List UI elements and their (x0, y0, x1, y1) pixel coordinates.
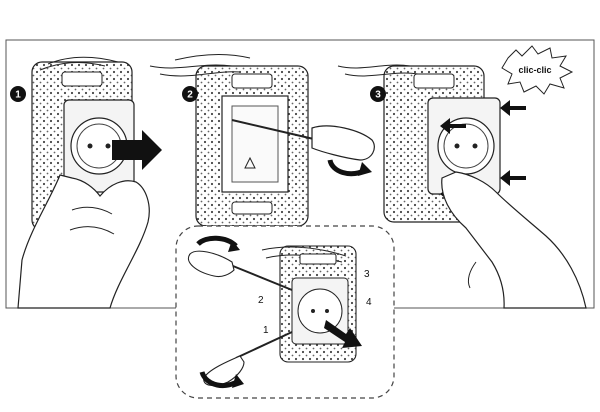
rotate-arrow-head-icon (228, 240, 240, 252)
hand-finger-line (71, 206, 113, 215)
plate-slot (61, 71, 103, 87)
detail-label-1: 1 (263, 325, 269, 336)
socket-hole (311, 309, 315, 313)
hand-illustration (17, 174, 150, 309)
step-1-badge (10, 86, 26, 102)
socket-hole (472, 143, 478, 149)
socket-hole (105, 143, 111, 149)
push-arrow-icon (440, 118, 466, 134)
wire (174, 53, 251, 61)
push-arrow-icon (500, 100, 526, 116)
arrow-pull-icon (112, 130, 162, 170)
screwdriver-shaft (231, 119, 319, 141)
rotate-arrow-head-icon (358, 162, 372, 176)
arrow-pull-icon (324, 320, 362, 348)
plate-slot (231, 73, 273, 89)
hand-illustration (441, 171, 587, 309)
plate-slot (413, 73, 455, 89)
detail-label-2: 2 (258, 295, 264, 306)
step-3-badge (370, 86, 386, 102)
screwdriver-handle (188, 250, 235, 278)
plate-slot (299, 253, 337, 265)
step-2-illustration: 2 (149, 53, 375, 227)
detail-label-3: 3 (364, 269, 370, 280)
removal-detail: 1 2 3 4 (175, 225, 395, 399)
wall-box-inner (231, 105, 279, 183)
socket-hole (325, 309, 329, 313)
wire (149, 64, 233, 69)
warning-triangle-icon (244, 156, 256, 169)
detail-label-4: 4 (366, 297, 372, 308)
wire (337, 64, 411, 69)
rotate-arrow-head-icon (232, 374, 244, 388)
screwdriver-shaft (227, 263, 293, 291)
screwdriver-shaft (235, 331, 293, 359)
clic-clic-text: clic-clic (518, 65, 551, 75)
step-2-number: 2 (187, 90, 193, 101)
socket-hole (454, 143, 460, 149)
socket-face (297, 288, 343, 334)
step-2-badge (182, 86, 198, 102)
hand-finger-line (69, 226, 115, 235)
step-1-number: 1 (15, 90, 21, 101)
hand-thumb-line (467, 261, 477, 289)
plate-slot (231, 201, 273, 215)
step-3-illustration: clic-clic 3 (337, 45, 587, 309)
clic-clic-callout (501, 45, 574, 95)
socket-hole (87, 143, 93, 149)
step-3-number: 3 (375, 90, 381, 101)
push-arrow-icon (500, 170, 526, 186)
screwdriver-handle (311, 125, 375, 161)
step-1-illustration: 1 (10, 56, 162, 309)
